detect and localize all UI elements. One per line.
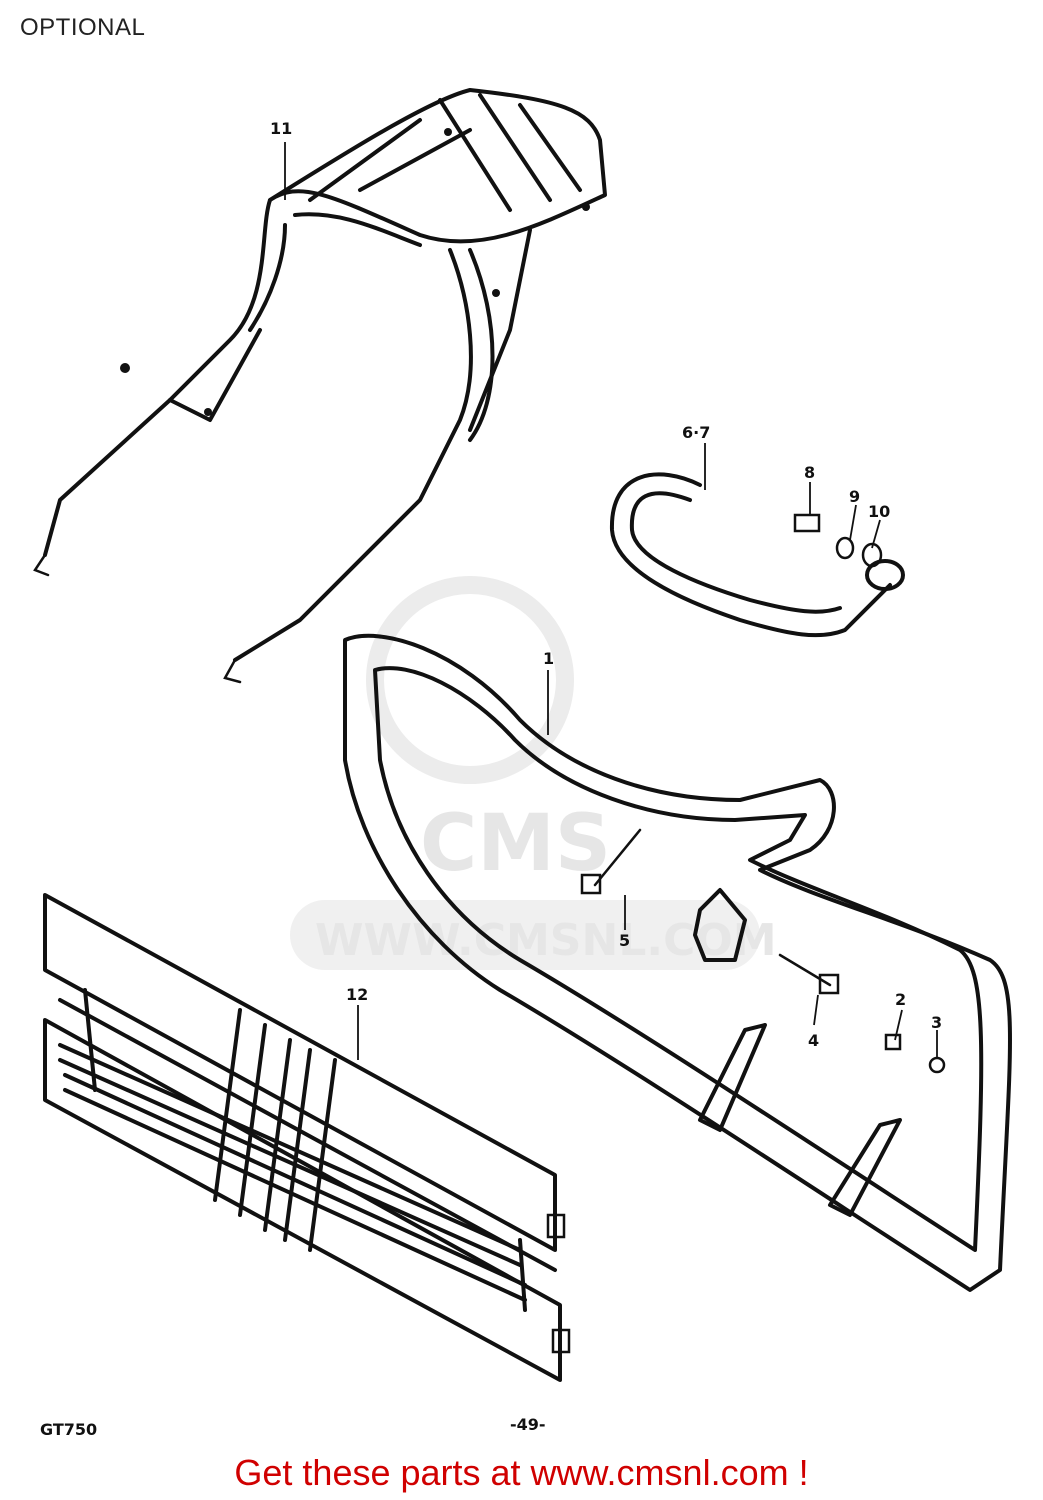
callout-6-7: 6·7 <box>682 423 710 442</box>
callout-labels: 11 6·7 8 9 10 1 5 12 2 3 4 <box>270 119 942 1050</box>
callout-8: 8 <box>804 463 815 482</box>
radiator-grille <box>43 893 571 1382</box>
callout-11: 11 <box>270 119 292 138</box>
page-number: -49- <box>510 1415 546 1434</box>
callout-1: 1 <box>543 649 554 668</box>
watermark-logo: CMS <box>420 799 611 889</box>
model-code: GT750 <box>40 1420 97 1439</box>
section-label: OPTIONAL <box>20 14 146 41</box>
small-guard-bar <box>609 472 905 638</box>
callout-5: 5 <box>619 931 630 950</box>
luggage-carrier <box>33 88 607 684</box>
callout-3: 3 <box>931 1013 942 1032</box>
leader-lines <box>284 142 938 1060</box>
callout-12: 12 <box>346 985 368 1004</box>
engine-guard <box>343 633 1012 1292</box>
callout-2: 2 <box>895 990 906 1009</box>
watermark-text: WWW.CMSNL.COM <box>315 915 777 966</box>
callout-4: 4 <box>808 1031 819 1050</box>
callout-9: 9 <box>849 487 860 506</box>
callout-10: 10 <box>868 502 890 521</box>
watermark: CMS WWW.CMSNL.COM <box>290 576 777 970</box>
footer-banner[interactable]: Get these parts at www.cmsnl.com ! <box>234 1452 809 1493</box>
